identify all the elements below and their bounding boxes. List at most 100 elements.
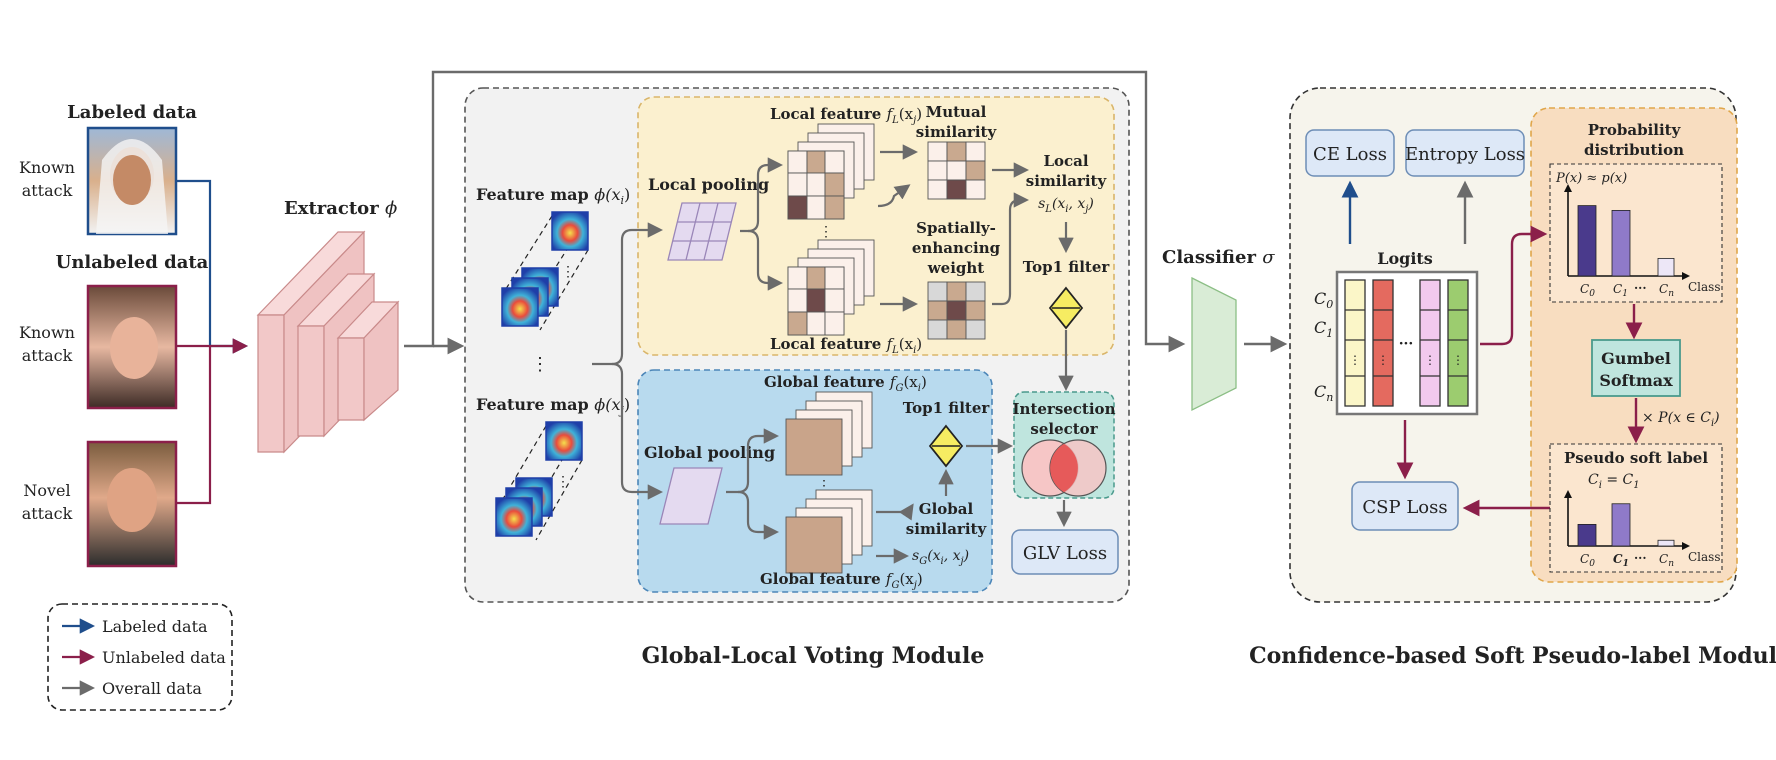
pseudo-formula: Ci = C1 [1588, 472, 1640, 491]
feature-to-global-arrow [611, 362, 664, 500]
classifier-label: Classifier σ [1162, 247, 1275, 268]
local-pooling-label: Local pooling [648, 175, 769, 194]
extractor-block [256, 230, 400, 454]
classifier-block [1191, 276, 1237, 412]
logit-class-c0: C0 [1314, 289, 1333, 311]
legend-box [47, 603, 233, 711]
global-similarity-line2: similarity [906, 520, 988, 538]
ce-loss-label: CE Loss [1313, 144, 1387, 165]
global-feature-top-label: Global feature fG(xi) [764, 373, 927, 394]
spatial-weight-matrix [927, 281, 986, 340]
logits-columns [1344, 279, 1469, 407]
known-attack-1-line2: attack [22, 181, 73, 200]
intersection-venn-icon [1021, 439, 1107, 497]
prob-title-line2: distribution [1584, 141, 1684, 159]
prob-tick-dots: ··· [1634, 281, 1647, 295]
local-similarity-line2: similarity [1026, 172, 1108, 190]
legend-label-unlabeled: Unlabeled data [102, 648, 226, 667]
entropy-loss-label: Entropy Loss [1405, 144, 1525, 165]
known-attack-2-line2: attack [22, 346, 73, 365]
known-attack-1-line1: Known [19, 158, 75, 177]
pseudo-tick-cn: Cn [1659, 552, 1674, 569]
known-attack-2-line1: Known [19, 323, 75, 342]
legend-item-labeled: Labeled data [62, 617, 208, 636]
unlabeled-arrow-2 [176, 346, 212, 505]
extractor-to-glv-arrow [404, 70, 1186, 353]
novel-attack-line2: attack [22, 504, 73, 523]
intersection-selector-line2: selector [1030, 420, 1098, 438]
csp-loss-box [1351, 481, 1459, 531]
mutual-similarity-line2: similarity [916, 123, 998, 141]
logits-to-prob-arrow [1480, 225, 1548, 346]
logits-col-dots-4: ⋮ [1452, 353, 1464, 367]
unlabeled-data-title: Unlabeled data [56, 252, 209, 273]
global-pooling-shape [659, 467, 723, 525]
global-branch-box [637, 369, 993, 593]
legend-label-overall: Overall data [102, 679, 202, 698]
local-bottom-to-mutual-arrow [877, 184, 911, 208]
entropy-loss-box [1405, 129, 1525, 177]
pseudo-chart-box [1549, 443, 1723, 573]
logits-col-dots-3: ⋮ [1424, 353, 1436, 367]
global-feature-bottom-label: Global feature fG(xj) [760, 570, 923, 591]
global-bottom-to-sim-arrow [876, 503, 914, 521]
prob-tick-c0: C0 [1580, 282, 1595, 299]
pseudo-chart: C0 C1 ··· Cn Class [1564, 490, 1721, 569]
local-feature-top-cube [787, 123, 875, 220]
labeled-face-image [86, 126, 178, 236]
spatial-weight-line2: enhancing [912, 239, 1001, 257]
local-similarity-formula: sL(xi, xj) [1038, 196, 1094, 215]
times-formula: × P(x ∈ Ci) [1642, 410, 1720, 429]
top1-filter-global-diamond [928, 424, 964, 468]
intersection-selector-line1: Intersection [1013, 400, 1116, 418]
mutual-similarity-line1: Mutual [926, 103, 987, 121]
feature-map-vertical-dots: ⋮ [531, 354, 549, 375]
csp-loss-label: CSP Loss [1362, 497, 1447, 518]
glv-loss-label: GLV Loss [1023, 543, 1107, 564]
global-pooling-label: Global pooling [644, 443, 775, 462]
global-feature-top-cube [785, 391, 873, 476]
logit-class-c1: C1 [1314, 318, 1333, 340]
csp-module-title: Confidence-based Soft Pseudo-label Modul… [1249, 643, 1776, 669]
logit-class-cn: Cn [1314, 382, 1333, 404]
prob-tick-cn: Cn [1659, 282, 1674, 299]
legend-label-labeled: Labeled data [102, 617, 208, 636]
feature-map-j-stack: ⋮ [495, 421, 583, 541]
local-branch-box [637, 96, 1115, 356]
logits-label: Logits [1377, 249, 1433, 268]
global-similarity-line1: Global [919, 500, 974, 518]
gumbel-line2: Softmax [1599, 371, 1673, 390]
local-feature-bottom-cube [787, 239, 875, 336]
novel-attack-line1: Novel [23, 481, 70, 500]
pseudo-tick-c1: C1 [1613, 552, 1629, 569]
prob-formula: P(x) ≈ p(x) [1555, 171, 1627, 186]
feature-map-i-stack: ⋮ [501, 211, 589, 331]
unlabeled-face-image-2 [86, 440, 178, 568]
prob-chart: C0 C1 ··· Cn Class [1564, 184, 1721, 299]
pseudo-bar-cn [1657, 539, 1675, 547]
glv-module-title: Global-Local Voting Module [642, 643, 985, 669]
spatial-to-local-sim-arrow [992, 192, 1030, 306]
logits-col-dots-2: ⋮ [1377, 353, 1389, 367]
prob-class-axis-label: Class [1688, 280, 1721, 294]
glv-loss-box [1011, 529, 1119, 575]
feature-map-i-label: Feature map ϕ(xi) [476, 185, 630, 207]
spatial-weight-line3: weight [927, 259, 985, 277]
top1-filter-local-diamond [1048, 286, 1084, 330]
pseudo-bar-c0 [1577, 524, 1597, 547]
prob-title-line1: Probability [1588, 121, 1682, 139]
global-feature-bottom-cube [785, 489, 873, 574]
logits-row-dots: ··· [1399, 336, 1414, 352]
local-pooling-grid [667, 202, 737, 261]
ce-loss-box [1305, 129, 1395, 177]
prob-bar-c0 [1577, 205, 1597, 277]
pseudo-tick-dots: ··· [1634, 551, 1647, 565]
pseudo-title: Pseudo soft label [1564, 449, 1708, 467]
feature-map-j-label: Feature map ϕ(xj) [476, 395, 630, 417]
labeled-data-title: Labeled data [67, 102, 197, 123]
svg-text:⋮: ⋮ [556, 474, 570, 490]
local-feature-dots: ⋮ [819, 224, 833, 240]
mutual-similarity-matrix [927, 141, 986, 200]
gumbel-line1: Gumbel [1601, 349, 1671, 368]
local-similarity-line1: Local [1043, 152, 1088, 170]
